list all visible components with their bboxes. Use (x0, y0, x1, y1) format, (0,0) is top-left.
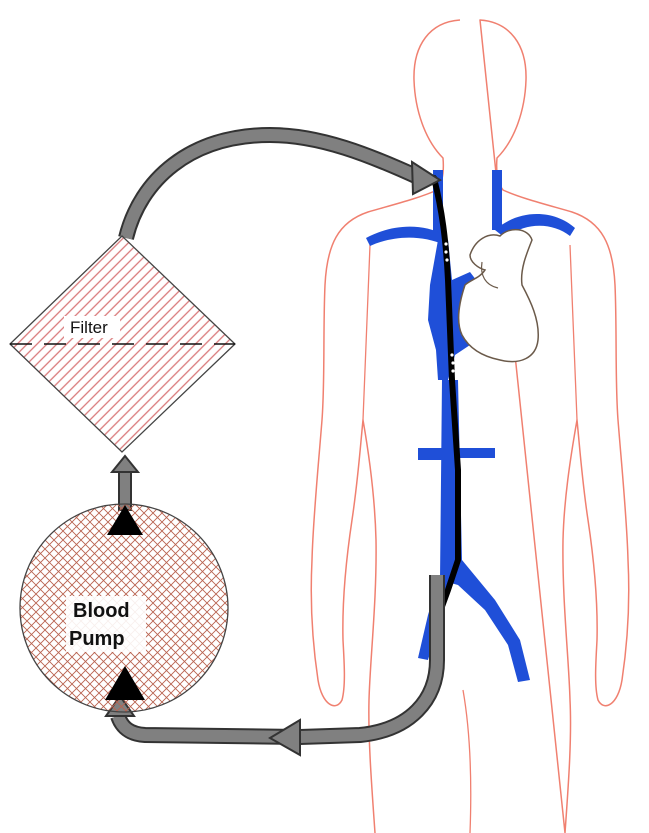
filter-inlet-arrowhead (112, 456, 138, 472)
body-leg-divide (463, 690, 471, 833)
body-inner-arm-line-left (363, 245, 370, 420)
pump-label-line1: Blood (73, 600, 130, 622)
filter-label: Filter (70, 318, 108, 337)
right-renal-vein (455, 448, 495, 458)
heart (459, 230, 539, 362)
pump-label-line2: Pump (69, 628, 125, 650)
body-outline (311, 20, 629, 833)
left-renal-vein (418, 448, 448, 460)
return-tubing (126, 135, 420, 238)
body-inner-arm-line-right (570, 245, 577, 420)
right-jugular-vein (492, 170, 502, 230)
blood-vessels (366, 170, 575, 682)
drainage-arrowhead (270, 720, 300, 755)
